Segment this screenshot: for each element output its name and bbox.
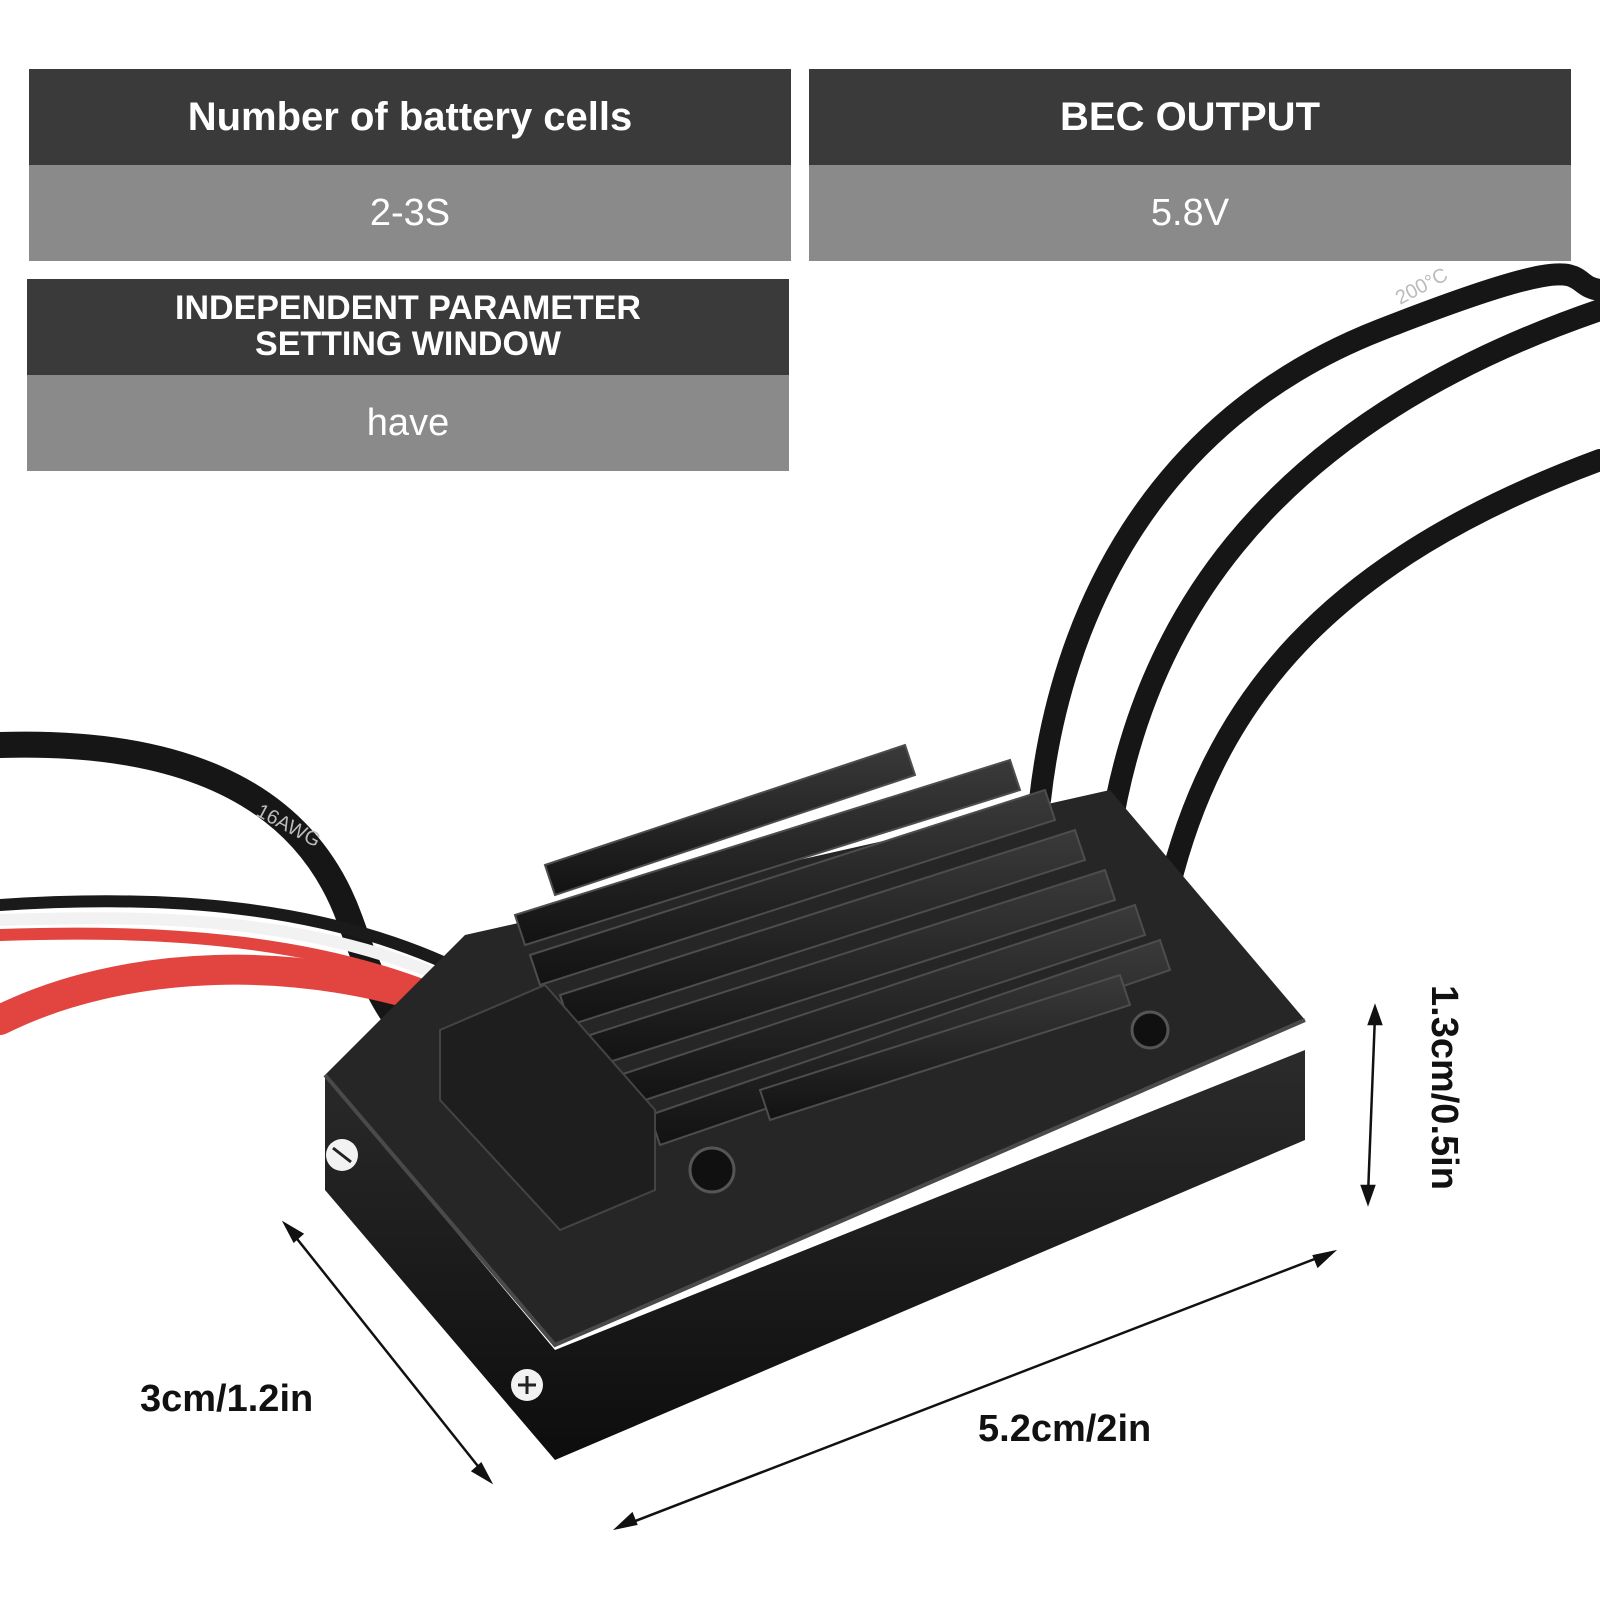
signal-wire-black xyxy=(0,895,486,986)
length-arrowhead xyxy=(612,1511,638,1531)
heatsink-fin xyxy=(543,743,917,897)
heatsink-fin xyxy=(528,788,1057,987)
spec-parameter-window-label: INDEPENDENT PARAMETER SETTING WINDOW xyxy=(27,279,789,375)
heatsink-fin xyxy=(758,973,1132,1122)
length-arrowhead xyxy=(1312,1249,1338,1269)
dimension-length-label: 5.2cm/2in xyxy=(978,1408,1152,1450)
spec-bec-output-value: 5.8V xyxy=(809,165,1571,261)
spec-bec-output-label: BEC OUTPUT xyxy=(809,69,1571,165)
dimension-height-label: 1.3cm/0.5in xyxy=(1423,985,1465,1190)
height-arrow xyxy=(1366,1014,1377,1196)
screw-back xyxy=(1130,1010,1170,1050)
spec-battery-cells-label: Number of battery cells xyxy=(29,69,791,165)
polarity-minus-marking xyxy=(326,1139,358,1171)
motor-wire-3 xyxy=(1154,449,1600,916)
width-arrowhead xyxy=(470,1462,494,1485)
polarity-plus-marking xyxy=(511,1369,543,1401)
screw-front xyxy=(688,1146,736,1194)
width-arrow xyxy=(289,1229,486,1476)
case-rim xyxy=(323,1018,1306,1348)
spec-parameter-window: INDEPENDENT PARAMETER SETTING WINDOW hav… xyxy=(27,279,789,471)
spec-parameter-window-value: have xyxy=(27,375,789,471)
case-bottom xyxy=(325,1050,1305,1460)
spec-battery-cells: Number of battery cells 2-3S xyxy=(29,69,791,261)
spec-battery-cells-value: 2-3S xyxy=(29,165,791,261)
wire-clamp xyxy=(439,983,656,1232)
dimension-width-label: 3cm/1.2in xyxy=(140,1378,314,1420)
heatsink-fin xyxy=(513,758,1022,947)
length-arrow xyxy=(624,1253,1326,1527)
motor-wire-1 xyxy=(1029,263,1600,811)
spec-parameter-window-label-line2: SETTING WINDOW xyxy=(255,325,561,363)
height-arrowhead xyxy=(1360,1184,1376,1207)
motor-wires xyxy=(1029,263,1600,916)
dimension-arrows xyxy=(281,1003,1383,1531)
spec-parameter-window-label-line1: INDEPENDENT PARAMETER xyxy=(175,289,641,328)
signal-wire-white xyxy=(0,912,486,1001)
width-arrowhead xyxy=(281,1220,305,1243)
motor-wire-2 xyxy=(1099,299,1600,846)
spec-bec-output: BEC OUTPUT 5.8V xyxy=(809,69,1571,261)
height-arrowhead xyxy=(1367,1003,1383,1026)
